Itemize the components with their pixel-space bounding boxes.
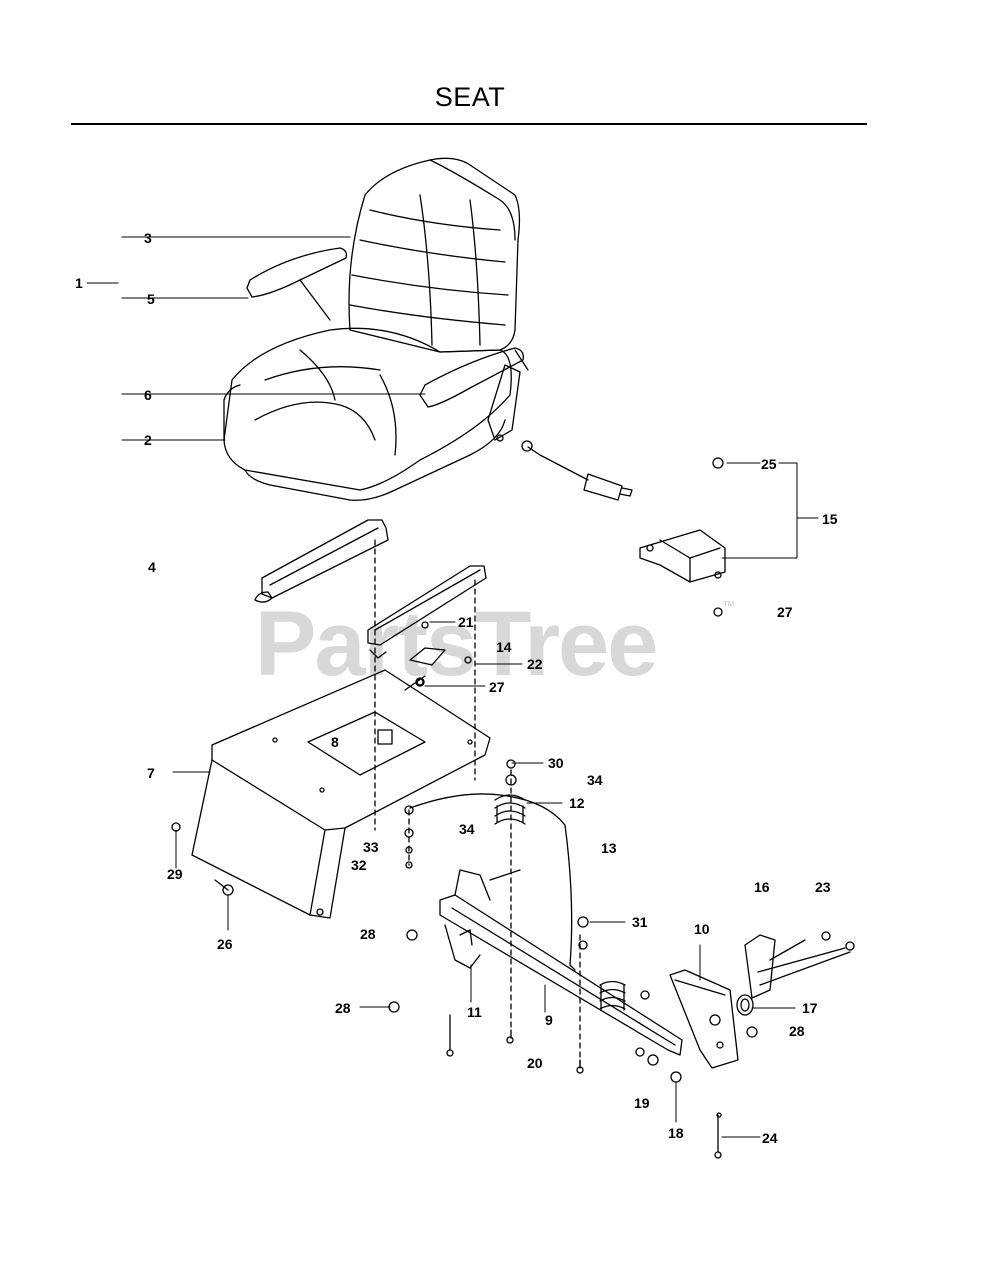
callout-13: 13 xyxy=(601,840,617,856)
seat-rails xyxy=(254,519,487,831)
callout-12: 12 xyxy=(569,795,585,811)
callout-14: 14 xyxy=(496,639,512,655)
callout-21: 21 xyxy=(458,614,474,630)
callout-26: 26 xyxy=(217,936,233,952)
callout-6: 6 xyxy=(144,387,152,403)
bracket-14 xyxy=(404,621,472,691)
title-divider xyxy=(71,123,867,125)
callout-16: 16 xyxy=(754,879,770,895)
callout-15: 15 xyxy=(822,511,838,527)
callout-27-upper: 27 xyxy=(777,604,793,620)
armrest-left xyxy=(246,247,348,298)
seat-pan-7 xyxy=(191,669,491,919)
page-title: SEAT xyxy=(434,82,506,112)
callout-30: 30 xyxy=(548,755,564,771)
spring-assembly xyxy=(404,759,581,1066)
callout-31: 31 xyxy=(632,914,648,930)
callout-33: 33 xyxy=(363,839,379,855)
callout-29: 29 xyxy=(167,866,183,882)
callout-7: 7 xyxy=(147,765,155,781)
callout-18: 18 xyxy=(668,1125,684,1141)
watermark: PartsTree xyxy=(255,593,658,695)
callout-22: 22 xyxy=(527,656,543,672)
hardware xyxy=(171,457,758,1159)
callout-2: 2 xyxy=(144,432,152,448)
seat-assembly xyxy=(223,157,633,501)
callout-28-c: 28 xyxy=(789,1023,805,1039)
callout-5: 5 xyxy=(147,291,155,307)
callout-3: 3 xyxy=(144,230,152,246)
armrest-right xyxy=(419,347,524,408)
callout-23: 23 xyxy=(815,879,831,895)
callout-10: 10 xyxy=(694,921,710,937)
callout-32: 32 xyxy=(351,857,367,873)
seat-cushion xyxy=(223,327,512,491)
callout-28-a: 28 xyxy=(360,926,376,942)
switch-bracket-15 xyxy=(639,529,726,583)
seat-backrest xyxy=(348,157,521,353)
callout-11: 11 xyxy=(467,1004,482,1020)
watermark-trademark: ™ xyxy=(722,598,735,613)
callout-4: 4 xyxy=(148,559,156,575)
callout-17: 17 xyxy=(802,1000,818,1016)
callout-8: 8 xyxy=(331,734,339,750)
callout-27-lower: 27 xyxy=(489,679,505,695)
callout-25: 25 xyxy=(761,456,777,472)
seat-frame xyxy=(439,869,855,1069)
callout-24: 24 xyxy=(762,1130,778,1146)
leader-lines xyxy=(86,236,819,1138)
callout-28-b: 28 xyxy=(335,1000,351,1016)
callout-19: 19 xyxy=(634,1095,650,1111)
callout-34-a: 34 xyxy=(587,772,603,788)
callout-34-b: 34 xyxy=(459,821,475,837)
callout-20: 20 xyxy=(527,1055,543,1071)
callout-9: 9 xyxy=(545,1012,553,1028)
callout-1: 1 xyxy=(75,275,83,291)
